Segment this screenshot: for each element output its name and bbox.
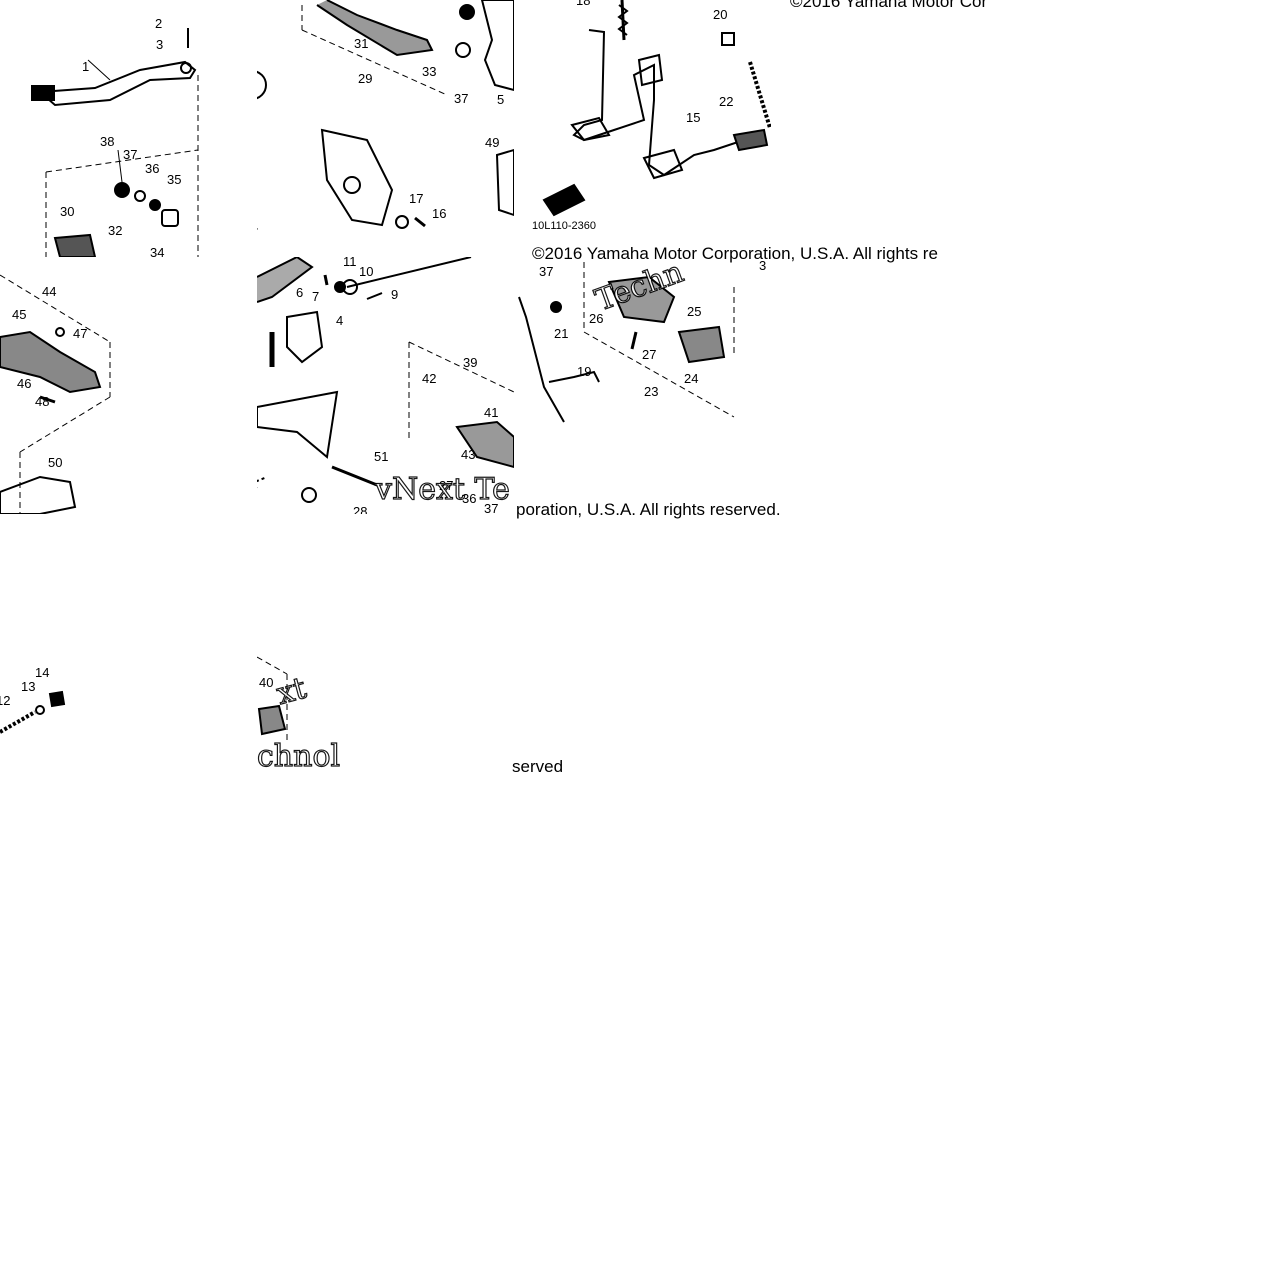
part-label: 37: [123, 147, 138, 162]
part-label: 43: [461, 447, 476, 462]
part-label: 45: [12, 307, 27, 322]
part-label: 38: [100, 134, 115, 149]
diagram-tile-shift: 11 10 9 6 7 4 39 42 41 43 8 51 28 27 36 …: [257, 257, 514, 514]
footrest-bracket-drawing: [257, 0, 514, 230]
part-label: 32: [108, 223, 123, 238]
part-label: 15: [686, 110, 701, 125]
brake-pedal-drawing: [31, 28, 199, 257]
part-label: 14: [35, 665, 50, 680]
part-label: 28: [353, 504, 368, 514]
part-label: 4: [336, 313, 344, 328]
diagram-tile-brake-pedal: 2 3 1 38 37 36 35 30 32 34: [0, 0, 257, 257]
diagram-tile-rear-footrest: 44 45 47 46 48 50: [0, 257, 257, 514]
diagram-tile-sidestand: 37 26 25 21 27 24 19 23 3 Techn: [514, 257, 771, 514]
part-label: 46: [17, 376, 32, 391]
center-stand-drawing: [542, 0, 771, 217]
part-label: 27: [642, 347, 657, 362]
diagram-tile-footrest-bracket: 31 29 33 37 5 49 17 16 51 52: [257, 0, 514, 257]
part-label: 2: [155, 16, 163, 31]
part-label: 27: [439, 478, 454, 493]
part-label: 30: [60, 204, 75, 219]
part-label: 50: [48, 455, 63, 470]
part-label: 3: [156, 37, 164, 52]
copyright-notice: ©2016 Yamaha Motor Corporation, U.S.A. A…: [532, 244, 938, 263]
part-label: 35: [167, 172, 182, 187]
diagram-tile-bolt: 14 13 12: [0, 514, 257, 771]
part-label: 26: [589, 311, 604, 326]
part-label: 36: [462, 491, 477, 506]
copyright-notice-top: ©2016 Yamaha Motor Cor: [790, 0, 988, 11]
part-label: 44: [42, 284, 57, 299]
part-label: 47: [73, 326, 88, 341]
part-label: 24: [684, 371, 699, 386]
part-label: 22: [719, 94, 734, 109]
diagram-tile-stand: 18 20 22 15 10L110-2360: [514, 0, 771, 257]
part-label: 9: [391, 287, 399, 302]
bolt-drawing: [0, 690, 66, 734]
part-label: 37: [539, 264, 554, 279]
diagram-tile-footpeg: 40 xt chnol: [257, 514, 347, 771]
part-label: 42: [422, 371, 437, 386]
part-label: 29: [358, 71, 373, 86]
part-label: 20: [713, 7, 728, 22]
part-label: 12: [0, 693, 11, 708]
part-label: 37: [484, 501, 499, 514]
part-label: 39: [463, 355, 478, 370]
diagram-code: 10L110-2360: [532, 220, 597, 232]
part-label: 11: [343, 257, 357, 269]
sidestand-drawing: [518, 262, 735, 423]
part-label: 41: [484, 405, 499, 420]
part-label: 37: [454, 91, 469, 106]
part-label: 23: [644, 384, 659, 399]
part-label: 40: [259, 675, 274, 690]
rear-footrest-drawing: [0, 274, 111, 514]
part-label: 1: [82, 59, 90, 74]
part-label: 7: [312, 289, 320, 304]
footpeg-drawing: [257, 656, 288, 744]
part-label: 5: [497, 92, 505, 107]
part-label: 36: [145, 161, 160, 176]
part-label: 6: [296, 285, 304, 300]
part-label: 49: [485, 135, 500, 150]
part-label: 10: [359, 264, 374, 279]
copyright-notice-bottom: poration, U.S.A. All rights reserved.: [516, 500, 781, 519]
copyright-fragment: served: [512, 757, 564, 776]
watermark-text: chnol: [257, 738, 341, 771]
part-label: 31: [354, 36, 369, 51]
part-label: 33: [422, 64, 437, 79]
part-label: 48: [35, 394, 50, 409]
part-label: 19: [577, 364, 592, 379]
shift-linkage-drawing: [257, 257, 514, 503]
part-label: 34: [150, 245, 165, 257]
part-label: 13: [21, 679, 36, 694]
part-label: 16: [432, 206, 447, 221]
part-label: 51: [374, 449, 389, 464]
part-label: 18: [576, 0, 591, 8]
part-label: 25: [687, 304, 702, 319]
watermark-text: vNext Te: [374, 471, 510, 507]
part-label: 17: [409, 191, 424, 206]
part-label: 3: [759, 258, 767, 273]
part-label: 21: [554, 326, 569, 341]
